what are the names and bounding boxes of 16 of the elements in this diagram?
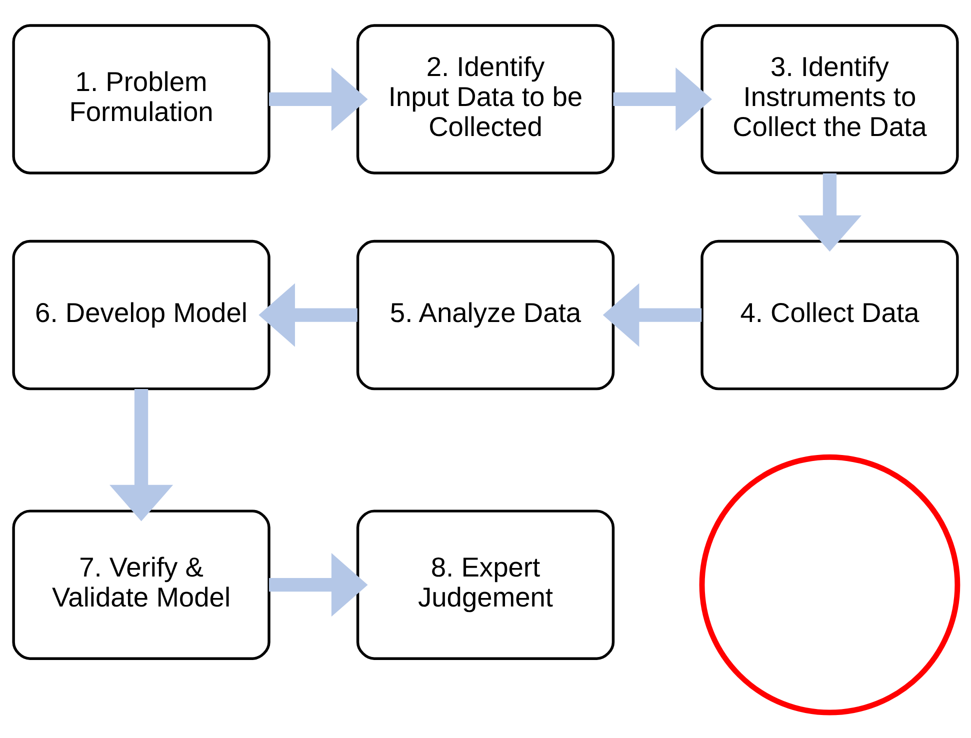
- node-circle: [699, 454, 960, 716]
- node-box: 3. Identify Instruments to Collect the Data: [700, 24, 959, 174]
- node-box: 4. Collect Data: [700, 240, 959, 390]
- node-box: 2. Identify Input Data to be Collected: [356, 24, 615, 174]
- node-box: 5. Analyze Data: [356, 240, 615, 390]
- arrow: [602, 283, 702, 347]
- arrow: [269, 553, 368, 617]
- arrow: [269, 67, 368, 132]
- node-box: 8. Expert Judgement: [356, 510, 615, 660]
- arrow: [613, 67, 712, 132]
- arrow: [798, 173, 862, 252]
- arrow: [258, 283, 358, 347]
- arrow: [110, 389, 174, 522]
- node-box: 7. Verify & Validate Model: [12, 510, 270, 660]
- node-box: 6. Develop Model: [12, 240, 270, 390]
- node-box: 1. Problem Formulation: [12, 24, 270, 174]
